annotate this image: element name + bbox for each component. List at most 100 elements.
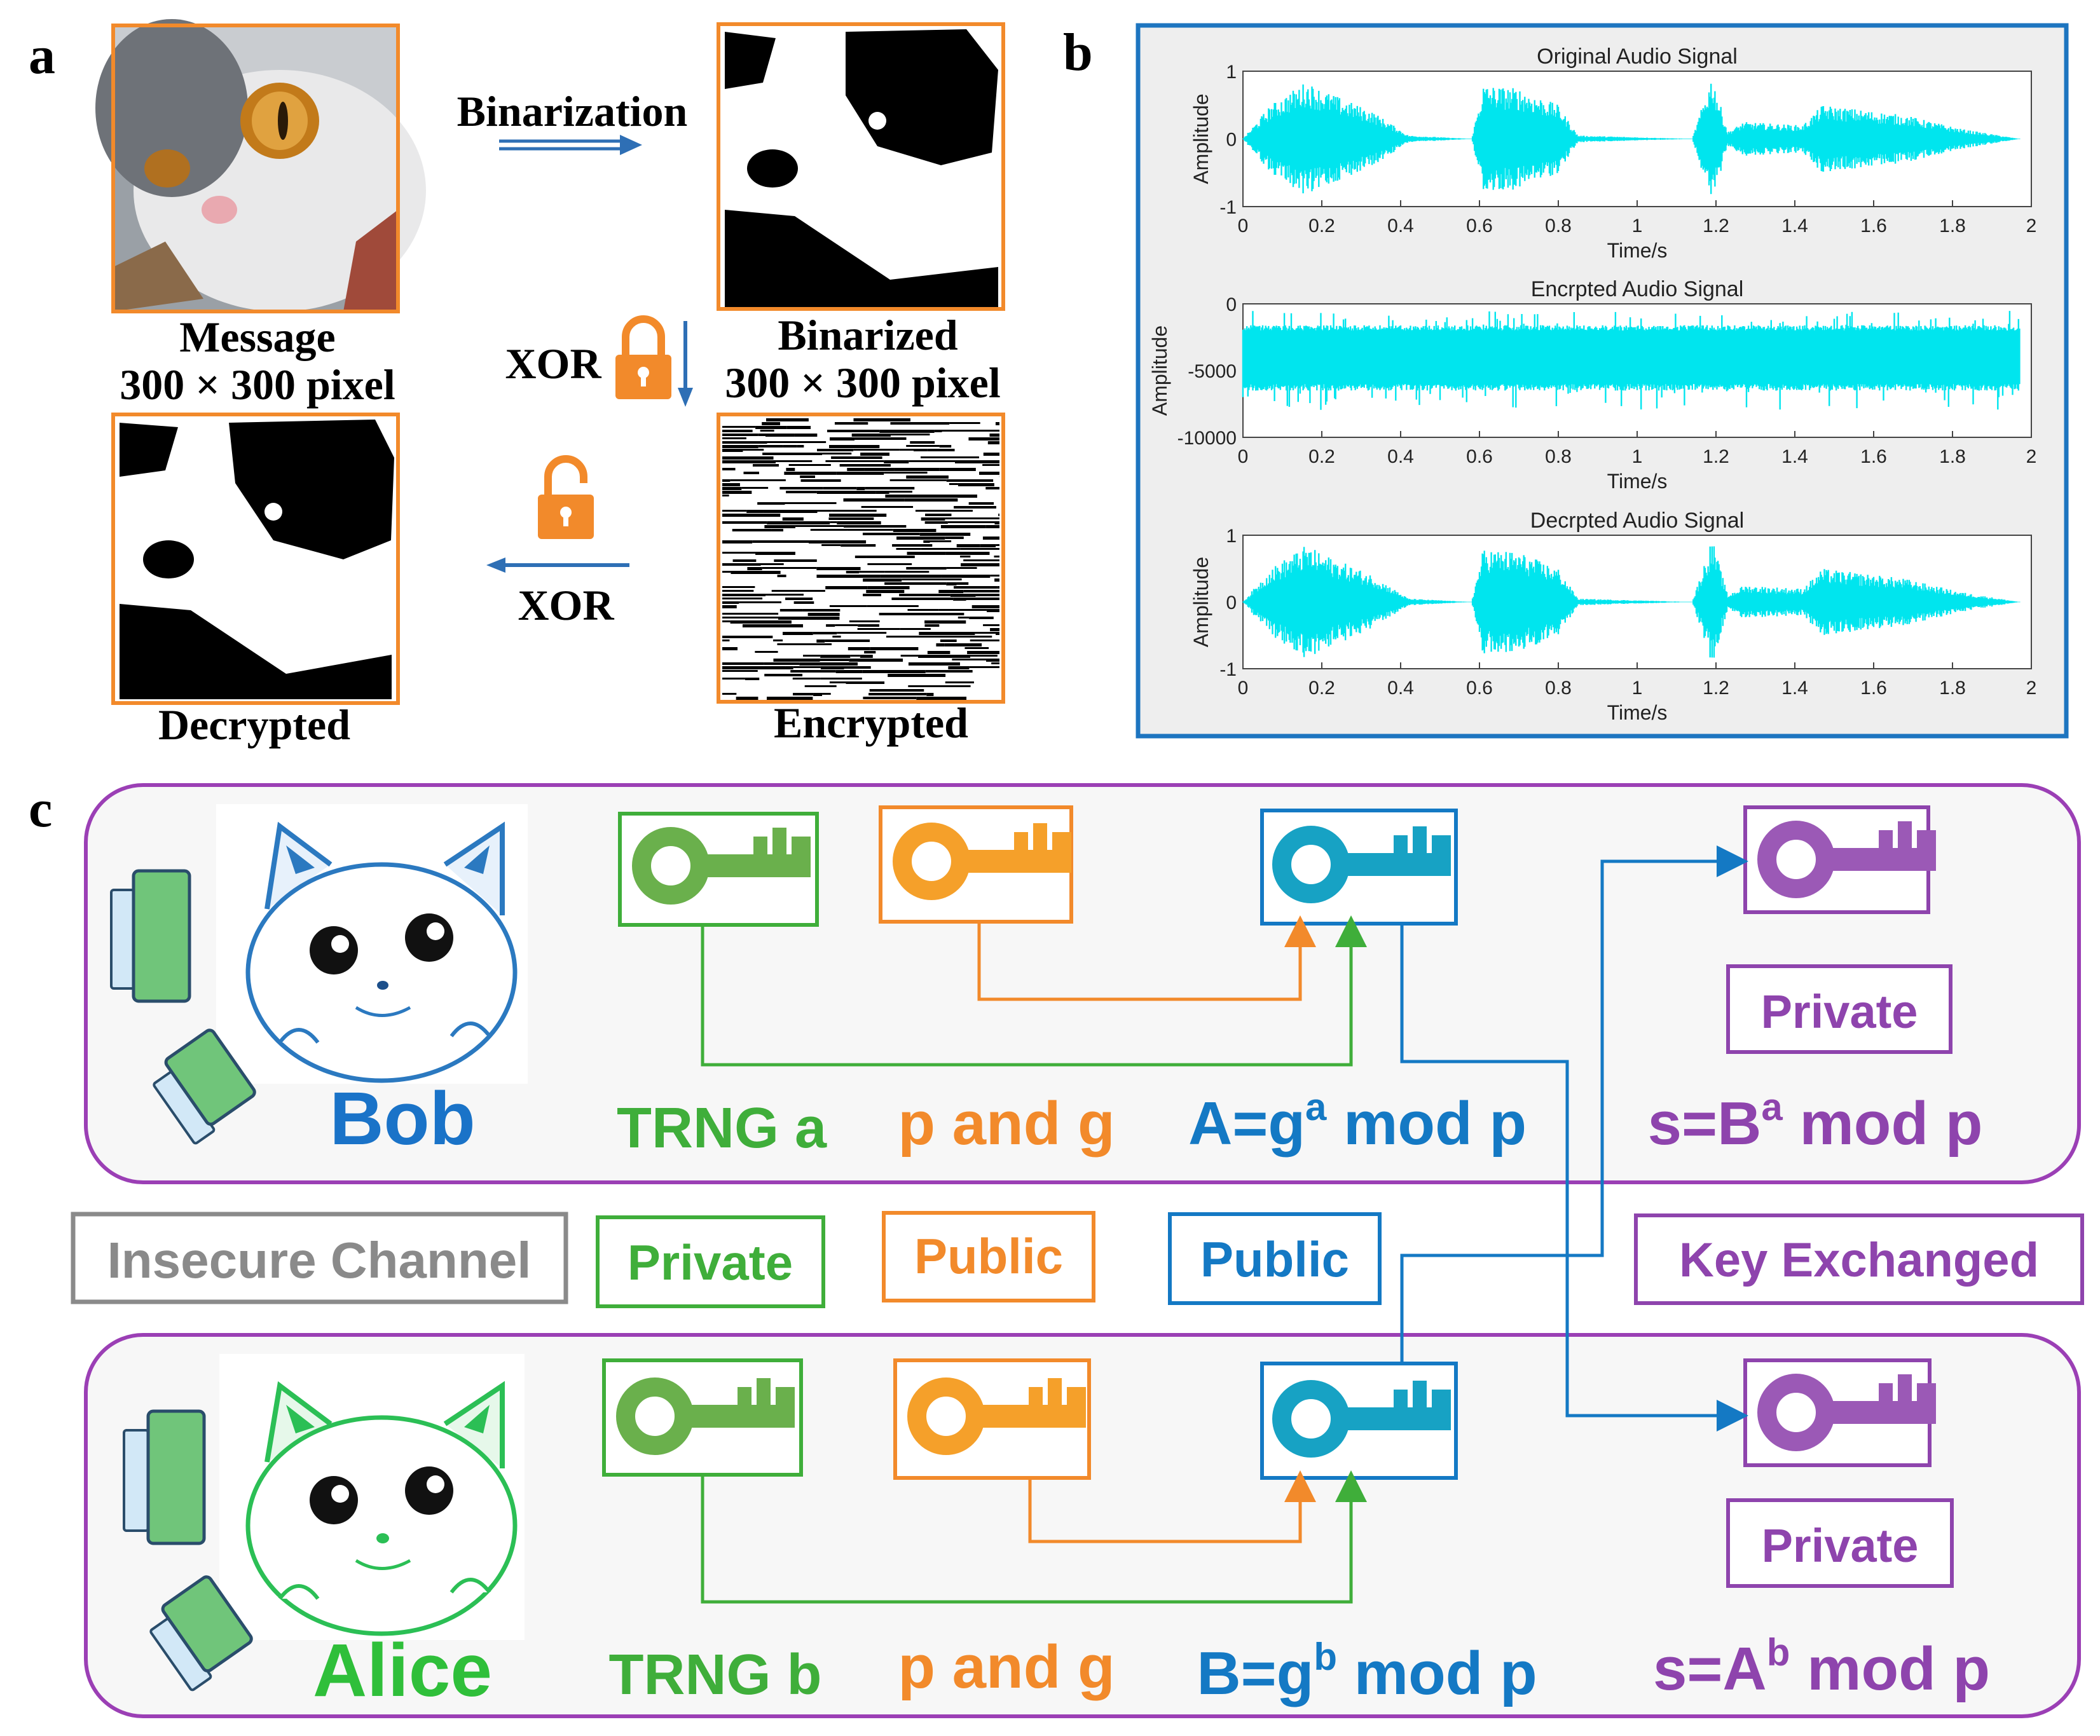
legend-public-orange: Public xyxy=(882,1211,1095,1302)
encrypted-stripe xyxy=(820,678,862,680)
alice-device-icon xyxy=(123,1409,253,1692)
encrypted-stripe xyxy=(762,567,817,569)
encrypted-stripe xyxy=(927,449,955,451)
encrypted-stripe xyxy=(860,453,890,456)
encrypted-stripe xyxy=(966,598,999,600)
encrypted-stripe xyxy=(821,544,841,546)
x-tick-label: 1.2 xyxy=(1703,446,1729,467)
encrypted-stripe xyxy=(956,544,980,547)
encrypted-stripe xyxy=(969,617,994,619)
encrypted-stripe xyxy=(722,426,756,428)
encrypted-stripe xyxy=(862,670,926,673)
encrypted-stripe xyxy=(906,567,947,570)
encrypted-stripe xyxy=(809,540,867,543)
encrypted-stripe xyxy=(865,487,915,489)
encrypted-stripe xyxy=(945,517,999,519)
encrypted-stripe xyxy=(994,556,999,557)
encrypted-stripe xyxy=(857,628,900,630)
encrypted-stripe xyxy=(995,422,999,425)
encrypted-stripe xyxy=(774,559,817,562)
encrypted-stripe xyxy=(880,575,942,578)
encrypted-stripe xyxy=(823,487,857,489)
encrypted-stripe xyxy=(793,693,814,695)
x-tick-label: 1.2 xyxy=(1703,215,1729,236)
bob-private-tag-text: Private xyxy=(1761,985,1918,1038)
legend-public-blue-text: Public xyxy=(1200,1231,1349,1287)
encrypted-stripe xyxy=(783,445,797,448)
encrypted-stripe xyxy=(936,643,945,646)
xor-decrypt-label: XOR xyxy=(518,581,614,629)
encrypted-stripe xyxy=(982,537,999,540)
y-tick-label: -1 xyxy=(1219,659,1237,680)
encrypted-stripe xyxy=(743,449,764,451)
alice-purple-key-box xyxy=(1743,1358,1936,1467)
x-tick-label: 1 xyxy=(1632,678,1643,699)
encrypted-stripe xyxy=(884,472,928,474)
encrypted-stripe xyxy=(899,449,914,451)
encrypted-stripe xyxy=(890,434,930,435)
alice-cat-avatar xyxy=(219,1354,525,1640)
encrypted-stripe xyxy=(967,651,999,654)
encrypted-stripe xyxy=(760,563,784,565)
encrypted-stripe xyxy=(949,483,958,485)
encrypted-stripe xyxy=(803,655,821,657)
encrypted-stripe xyxy=(825,586,868,589)
alice-pg-label: p and g xyxy=(898,1633,1115,1701)
encrypted-stripe xyxy=(813,693,823,696)
encrypted-stripe xyxy=(896,548,921,550)
xor-encrypt-label: XOR xyxy=(505,339,601,388)
encrypted-stripe xyxy=(991,662,999,664)
binarized-caption-line1: Binarized xyxy=(778,311,958,359)
encrypted-stripe xyxy=(945,552,990,555)
encrypted-stripe xyxy=(947,521,995,523)
encrypted-stripe xyxy=(758,445,783,448)
encrypted-stripe xyxy=(998,514,999,516)
encrypted-stripe xyxy=(829,681,846,683)
encrypted-stripe xyxy=(741,487,769,489)
encrypted-stripe xyxy=(772,639,783,641)
legend-private: Private xyxy=(596,1215,825,1308)
encrypted-stripe xyxy=(722,571,731,573)
x-axis-label: Time/s xyxy=(1607,701,1668,724)
encrypted-stripe xyxy=(879,430,935,433)
decrypt-left-arrow xyxy=(486,557,629,573)
encrypted-stripe xyxy=(851,434,891,437)
encrypted-stripe xyxy=(837,521,881,524)
encrypted-stripe xyxy=(920,456,979,458)
encrypted-stripe xyxy=(849,659,903,662)
encrypted-stripe xyxy=(938,609,987,611)
encrypted-stripe xyxy=(907,552,946,555)
encrypted-stripe xyxy=(946,479,994,482)
encrypted-stripe xyxy=(731,571,781,574)
encrypted-stripe xyxy=(785,598,813,600)
encrypted-stripe xyxy=(884,460,909,463)
encrypted-stripe xyxy=(859,571,885,573)
encrypted-stripe xyxy=(900,598,954,600)
encrypted-stripe xyxy=(995,632,999,635)
encrypted-stripe xyxy=(835,670,863,673)
encrypted-stripe xyxy=(983,453,999,456)
binarized-caption-line2: 300 × 300 pixel xyxy=(725,359,1001,407)
encrypted-stripe xyxy=(779,487,823,489)
encrypted-stripe xyxy=(983,624,999,626)
encrypted-stripe xyxy=(923,540,930,543)
encrypted-stripe xyxy=(722,437,746,439)
encrypted-stripe xyxy=(722,479,731,482)
encrypted-stripe xyxy=(837,632,887,634)
encrypted-stripe xyxy=(893,529,937,532)
encrypted-stripe xyxy=(826,624,835,627)
encrypted-stripe xyxy=(722,605,737,608)
encrypted-stripe xyxy=(722,521,767,524)
encrypted-stripe xyxy=(957,617,970,619)
encrypted-stripe xyxy=(945,537,964,539)
encrypted-stripe xyxy=(892,544,933,547)
encrypted-stripe xyxy=(764,674,803,676)
encrypted-stripe xyxy=(946,582,957,585)
encrypted-stripe xyxy=(997,586,999,589)
alice-to-bob-exchange-connector xyxy=(1400,845,1748,1364)
message-image xyxy=(95,19,426,313)
encrypted-stripe xyxy=(960,548,999,550)
encrypted-stripe xyxy=(955,460,999,463)
binarized-image xyxy=(717,22,1005,311)
